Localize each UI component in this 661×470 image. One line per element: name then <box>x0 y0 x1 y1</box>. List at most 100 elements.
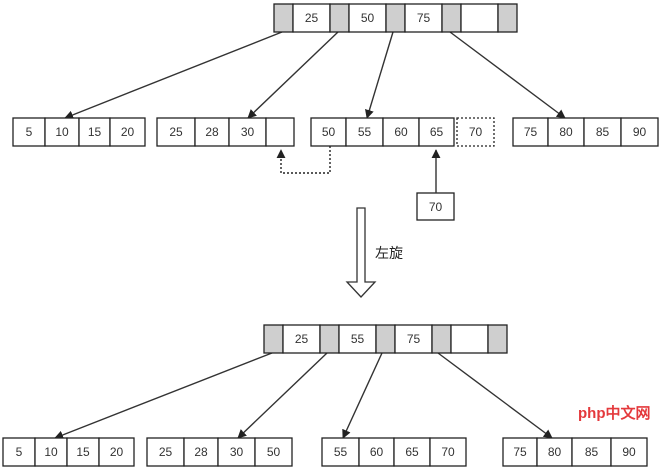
child-pointer-arrow <box>365 31 394 119</box>
leaf-node: 5 10 15 20 <box>2 437 135 467</box>
key-cell <box>254 437 293 467</box>
pointer-cell <box>375 324 396 354</box>
key-cell <box>345 117 384 147</box>
key-text: 28 <box>194 445 208 459</box>
leaf-node: 50 55 60 65 <box>310 117 455 147</box>
child-pointer-arrow <box>237 352 328 439</box>
key-cell <box>44 117 80 147</box>
key-cell <box>583 117 622 147</box>
child-pointer-arrow <box>247 31 339 119</box>
key-cell <box>418 117 455 147</box>
root-node-before: 25 50 75 <box>273 3 518 33</box>
key-cell <box>450 324 489 354</box>
key-cell <box>429 437 467 467</box>
pointer-cell <box>487 324 508 354</box>
inserted-key-box <box>416 192 455 221</box>
dotted-move-arrow <box>276 146 331 174</box>
key-cell <box>194 117 230 147</box>
pointer-cell <box>273 3 294 33</box>
key-cell <box>348 3 387 33</box>
child-pointer-arrow <box>64 31 283 120</box>
key-text: 10 <box>44 445 58 459</box>
key-cell <box>282 324 321 354</box>
key-cell <box>547 117 585 147</box>
key-cell <box>183 437 219 467</box>
key-text: 65 <box>405 445 419 459</box>
key-text: 55 <box>358 125 372 139</box>
pointer-cell <box>431 324 452 354</box>
key-text: 60 <box>370 445 384 459</box>
pointer-cell <box>263 324 284 354</box>
key-text: 75 <box>524 125 538 139</box>
key-cell <box>228 117 267 147</box>
key-cell <box>536 437 573 467</box>
child-pointer-arrow <box>342 352 383 439</box>
key-text: 80 <box>548 445 562 459</box>
key-cell <box>358 437 395 467</box>
key-cell <box>34 437 68 467</box>
key-cell <box>502 437 538 467</box>
key-text: 50 <box>361 11 375 25</box>
key-cell <box>571 437 612 467</box>
pointer-cell <box>497 3 518 33</box>
key-cell <box>610 437 648 467</box>
key-text: 90 <box>633 125 647 139</box>
operation-label: 左旋 <box>375 245 403 261</box>
inserted-key-text: 70 <box>429 200 443 214</box>
key-cell <box>394 324 433 354</box>
key-text: 55 <box>334 445 348 459</box>
key-text: 30 <box>230 445 244 459</box>
key-cell <box>217 437 256 467</box>
overflow-key-text: 70 <box>469 125 483 139</box>
key-text: 70 <box>441 445 455 459</box>
key-cell <box>292 3 331 33</box>
key-text: 20 <box>110 445 124 459</box>
pointer-cell <box>329 3 350 33</box>
key-text: 25 <box>305 11 319 25</box>
key-text: 15 <box>76 445 90 459</box>
key-text: 85 <box>596 125 610 139</box>
key-text: 65 <box>430 125 444 139</box>
child-pointer-arrow <box>437 352 553 439</box>
key-text: 90 <box>622 445 636 459</box>
pointer-cell <box>385 3 406 33</box>
key-text: 85 <box>585 445 599 459</box>
key-text: 5 <box>16 445 23 459</box>
key-text: 50 <box>267 445 281 459</box>
key-text: 50 <box>322 125 336 139</box>
key-cell <box>338 324 377 354</box>
pointer-cell <box>319 324 340 354</box>
key-cell <box>98 437 135 467</box>
key-text: 75 <box>417 11 431 25</box>
key-text: 55 <box>351 332 365 346</box>
leaf-node: 55 60 65 70 <box>321 437 467 467</box>
key-text: 15 <box>88 125 102 139</box>
child-pointer-arrow <box>54 352 273 440</box>
key-text: 5 <box>26 125 33 139</box>
key-text: 75 <box>407 332 421 346</box>
watermark-text: php中文网 <box>578 405 651 422</box>
key-cell <box>2 437 36 467</box>
key-text: 10 <box>55 125 69 139</box>
key-cell <box>382 117 420 147</box>
pointer-cell <box>441 3 462 33</box>
key-text: 25 <box>295 332 309 346</box>
root-node-after: 25 55 75 <box>263 324 508 354</box>
child-pointer-arrow <box>449 31 566 119</box>
overflow-key-cell <box>456 117 495 147</box>
key-text: 60 <box>394 125 408 139</box>
key-cell <box>404 3 443 33</box>
key-cell <box>620 117 659 147</box>
key-cell <box>109 117 146 147</box>
watermark-logo: php中文网 <box>578 402 651 423</box>
key-cell <box>265 117 295 147</box>
key-cell <box>460 3 499 33</box>
hollow-down-arrow-icon <box>345 207 377 298</box>
key-text: 30 <box>241 125 255 139</box>
key-text: 25 <box>169 125 183 139</box>
